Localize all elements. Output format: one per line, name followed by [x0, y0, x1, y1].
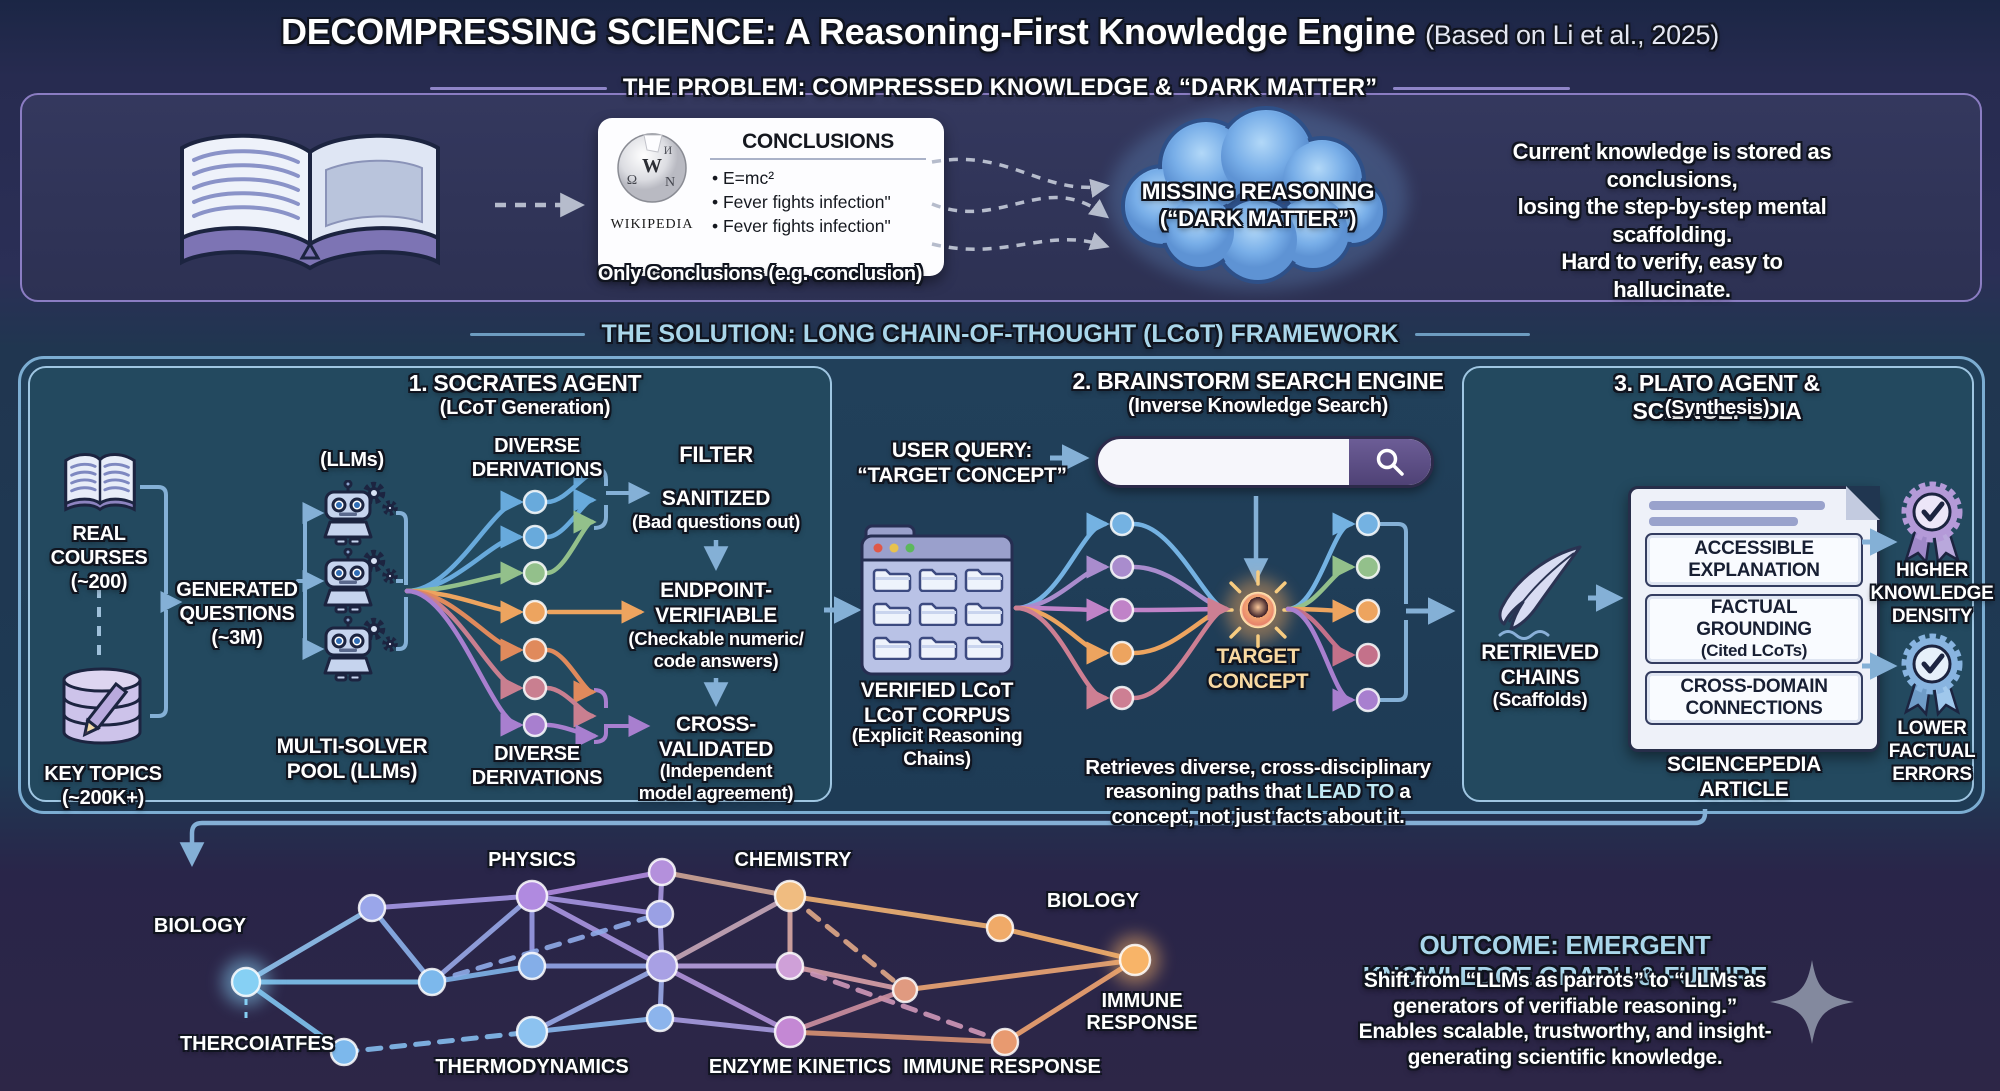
- page-subtitle: (Based on Li et al., 2025): [1425, 20, 1719, 50]
- factual-grounding-sub: (Cited LCoTs): [1700, 641, 1808, 660]
- wikipedia-globe-icon: W Ω N И: [617, 133, 687, 203]
- wikipedia-logo: W Ω N И WIKIPEDIA: [608, 128, 696, 268]
- header-line-right: [1393, 86, 1570, 90]
- factual-grounding-box: FACTUAL GROUNDING (Cited LCoTs): [1645, 594, 1863, 664]
- generated-questions-label: GENERATED QUESTIONS (~3M): [176, 579, 298, 649]
- filter-sanitized: SANITIZED: [661, 487, 771, 510]
- key-topics-label: KEY TOPICS (~200K+): [44, 763, 162, 809]
- graph-node-label: IMMUNE RESPONSE: [903, 1056, 1101, 1078]
- real-courses-label: REAL COURSES (~200): [50, 523, 148, 593]
- brainstorm-note: Retrieves diverse, cross-disciplinary re…: [1085, 732, 1431, 829]
- svg-text:И: И: [664, 143, 673, 157]
- graph-node-label: THERCOIATFES: [179, 1033, 335, 1055]
- wiki-bullet: • Fever fights infection": [712, 216, 891, 236]
- lower-errors-label: LOWER FACTUAL ERRORS: [1888, 718, 1976, 785]
- divider: [710, 158, 926, 160]
- solver-pool-label: MULTI-SOLVER POOL (LLMs): [276, 735, 428, 784]
- svg-text:Ω: Ω: [627, 173, 637, 188]
- problem-section-title: THE PROBLEM: COMPRESSED KNOWLEDGE & “DAR…: [622, 74, 1378, 101]
- graph-node-label: BIOLOGY: [1046, 890, 1140, 912]
- sciencepedia-document: ACCESSIBLE EXPLANATION FACTUAL GROUNDING…: [1628, 486, 1880, 752]
- note-em: LEAD TO: [1306, 780, 1395, 804]
- wikipedia-brand: WIKIPEDIA: [610, 217, 694, 232]
- solution-section-title: THE SOLUTION: LONG CHAIN-OF-THOUGHT (LCo…: [601, 320, 1399, 348]
- diverse-derivations-bottom: DIVERSE DERIVATIONS: [471, 743, 603, 789]
- plato-title: 3. PLATO AGENT & SCIENCEPEDIA: [1614, 370, 1820, 424]
- brainstorm-subtitle: (Inverse Knowledge Search): [1127, 395, 1389, 417]
- higher-density-label: HIGHER KNOWLEDGE DENSITY: [1870, 560, 1994, 627]
- graph-node-label: PHYSICS: [488, 849, 576, 871]
- problem-header: THE PROBLEM: COMPRESSED KNOWLEDGE & “DAR…: [430, 74, 1570, 102]
- user-query-label: USER QUERY: “TARGET CONCEPT”: [857, 439, 1067, 488]
- outcome-body: Shift from “LLMs as parrots” to “LLMs as…: [1358, 969, 1772, 1069]
- search-button: [1349, 439, 1431, 485]
- cloud-label: MISSING REASONING (“DARK MATTER”): [1141, 179, 1375, 231]
- graph-node-label: BIOLOGY: [153, 915, 247, 937]
- socrates-subtitle: (LCoT Generation): [439, 397, 611, 419]
- factual-grounding-title: FACTUAL GROUNDING: [1696, 597, 1812, 640]
- filter-endpoint-sub: (Checkable numeric/ code answers): [628, 628, 804, 672]
- outcome-title: OUTCOME: EMERGENT KNOWLEDGE GRAPH & FUTU…: [1362, 930, 1768, 992]
- problem-description: Current knowledge is stored as conclusio…: [1512, 139, 1832, 302]
- header-line-right: [1414, 333, 1531, 336]
- plato-subtitle: (Synthesis): [1664, 397, 1770, 419]
- wiki-caption: Only Conclusions (e.g. conclusion): [597, 263, 923, 285]
- doc-text-line: [1649, 501, 1826, 510]
- graph-node-label: THERMODYNAMICS: [435, 1056, 629, 1078]
- page-title-row: DECOMPRESSING SCIENCE: A Reasoning-First…: [50, 10, 1950, 53]
- corpus-sub-label: (Explicit Reasoning Chains): [851, 726, 1023, 770]
- header-line-left: [430, 86, 607, 90]
- retrieved-chains-label: RETRIEVED CHAINS: [1481, 641, 1599, 690]
- note-pre: Retrieves diverse, cross-disciplinary re…: [1085, 756, 1431, 804]
- search-icon: [1376, 448, 1404, 476]
- accessible-explanation-box: ACCESSIBLE EXPLANATION: [1645, 533, 1863, 587]
- wikipedia-card: W Ω N И WIKIPEDIA CONCLUSIONS • E=mc² • …: [598, 118, 944, 276]
- doc-text-line: [1649, 517, 1799, 526]
- filter-title: FILTER: [679, 442, 753, 467]
- dogear-corner: [1846, 486, 1880, 520]
- sciencepedia-article-label: SCIENCEPEDIA ARTICLE: [1667, 753, 1821, 802]
- cross-domain-box: CROSS-DOMAIN CONNECTIONS: [1645, 671, 1863, 725]
- target-concept-label: TARGET CONCEPT: [1207, 645, 1309, 694]
- corpus-label: VERIFIED LCoT LCoT CORPUS: [860, 679, 1014, 728]
- retrieved-chains-sub: (Scaffolds): [1492, 690, 1588, 711]
- wiki-bullet: • Fever fights infection": [712, 192, 891, 212]
- diverse-derivations-top: DIVERSE DERIVATIONS: [471, 435, 603, 481]
- sparkle-icon: [1770, 960, 1854, 1044]
- svg-text:W: W: [642, 155, 662, 177]
- page-title: DECOMPRESSING SCIENCE: A Reasoning-First…: [281, 11, 1416, 52]
- svg-text:N: N: [665, 175, 675, 190]
- llms-label: (LLMs): [320, 449, 384, 471]
- filter-crossvalidated-sub: (Independent model agreement): [638, 760, 794, 804]
- graph-node-label: CHEMISTRY: [734, 849, 852, 871]
- filter-endpoint: ENDPOINT- VERIFIABLE: [655, 579, 777, 628]
- search-bar: [1095, 436, 1434, 488]
- solution-header: THE SOLUTION: LONG CHAIN-OF-THOUGHT (LCo…: [470, 320, 1531, 349]
- brainstorm-title: 2. BRAINSTORM SEARCH ENGINE: [1072, 368, 1444, 394]
- filter-crossvalidated: CROSS- VALIDATED: [658, 713, 774, 762]
- graph-node-label: ENZYME KINETICS: [708, 1056, 892, 1078]
- feedback-elbow-arrow: [179, 809, 1708, 867]
- knowledge-graph: [222, 857, 1160, 1067]
- header-line-left: [470, 333, 586, 336]
- socrates-title: 1. SOCRATES AGENT: [408, 370, 642, 396]
- filter-sanitized-sub: (Bad questions out): [632, 511, 800, 532]
- wiki-bullet: • E=mc²: [712, 168, 775, 188]
- graph-node-label: IMMUNE RESPONSE: [1086, 990, 1198, 1034]
- wiki-card-title: CONCLUSIONS: [742, 130, 894, 153]
